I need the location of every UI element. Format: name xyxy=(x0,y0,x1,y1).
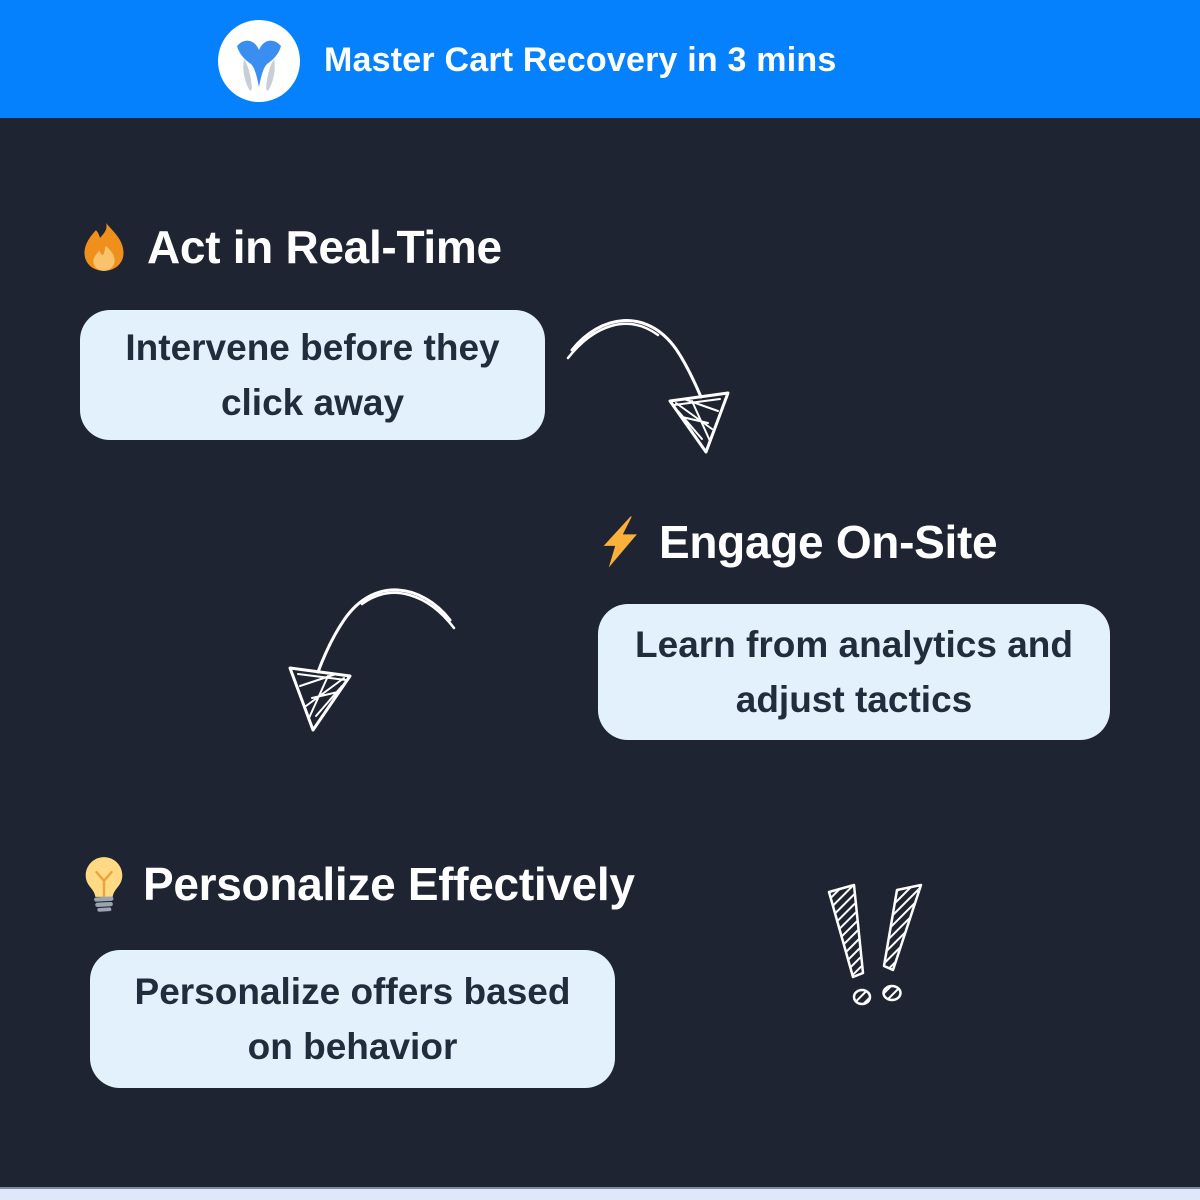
step-3-heading: Personalize Effectively xyxy=(82,856,635,912)
logo-hand-right xyxy=(266,59,275,91)
double-exclamation-icon xyxy=(827,883,923,1006)
sketch-arrow-down-right-icon xyxy=(566,319,730,454)
lightning-icon xyxy=(603,516,637,568)
fire-icon xyxy=(84,223,124,271)
step-3-card: Personalize offers based on behavior xyxy=(90,950,615,1088)
step-1-heading: Act in Real-Time xyxy=(78,220,502,274)
step-1-card-line-2: click away xyxy=(220,382,405,423)
sketch-arrow-down-left-icon xyxy=(288,588,456,732)
bulb-icon xyxy=(85,857,123,912)
step-1-card-line-1: Intervene before they xyxy=(125,327,500,368)
logo-whale-tail xyxy=(237,40,281,87)
step-3-card-line-1: Personalize offers based xyxy=(134,971,571,1012)
step-3-card-line-2: on behavior xyxy=(247,1026,458,1067)
step-1-title: Act in Real-Time xyxy=(147,221,502,273)
step-1-card: Intervene before they click away xyxy=(80,310,545,440)
step-3-title: Personalize Effectively xyxy=(143,858,635,910)
step-2-heading: Engage On-Site xyxy=(596,515,998,569)
header-bar: Master Cart Recovery in 3 mins xyxy=(0,0,1200,118)
step-2-card: Learn from analytics and adjust tactics xyxy=(598,604,1110,740)
step-2-card-line-1: Learn from analytics and xyxy=(635,624,1073,665)
whale-tail-logo-icon xyxy=(218,20,300,102)
step-2-card-line-2: adjust tactics xyxy=(735,679,973,720)
page-title: Master Cart Recovery in 3 mins xyxy=(324,40,837,79)
step-2-title: Engage On-Site xyxy=(659,516,998,568)
footer-strip xyxy=(0,1187,1200,1200)
logo-hand-left xyxy=(243,59,252,91)
